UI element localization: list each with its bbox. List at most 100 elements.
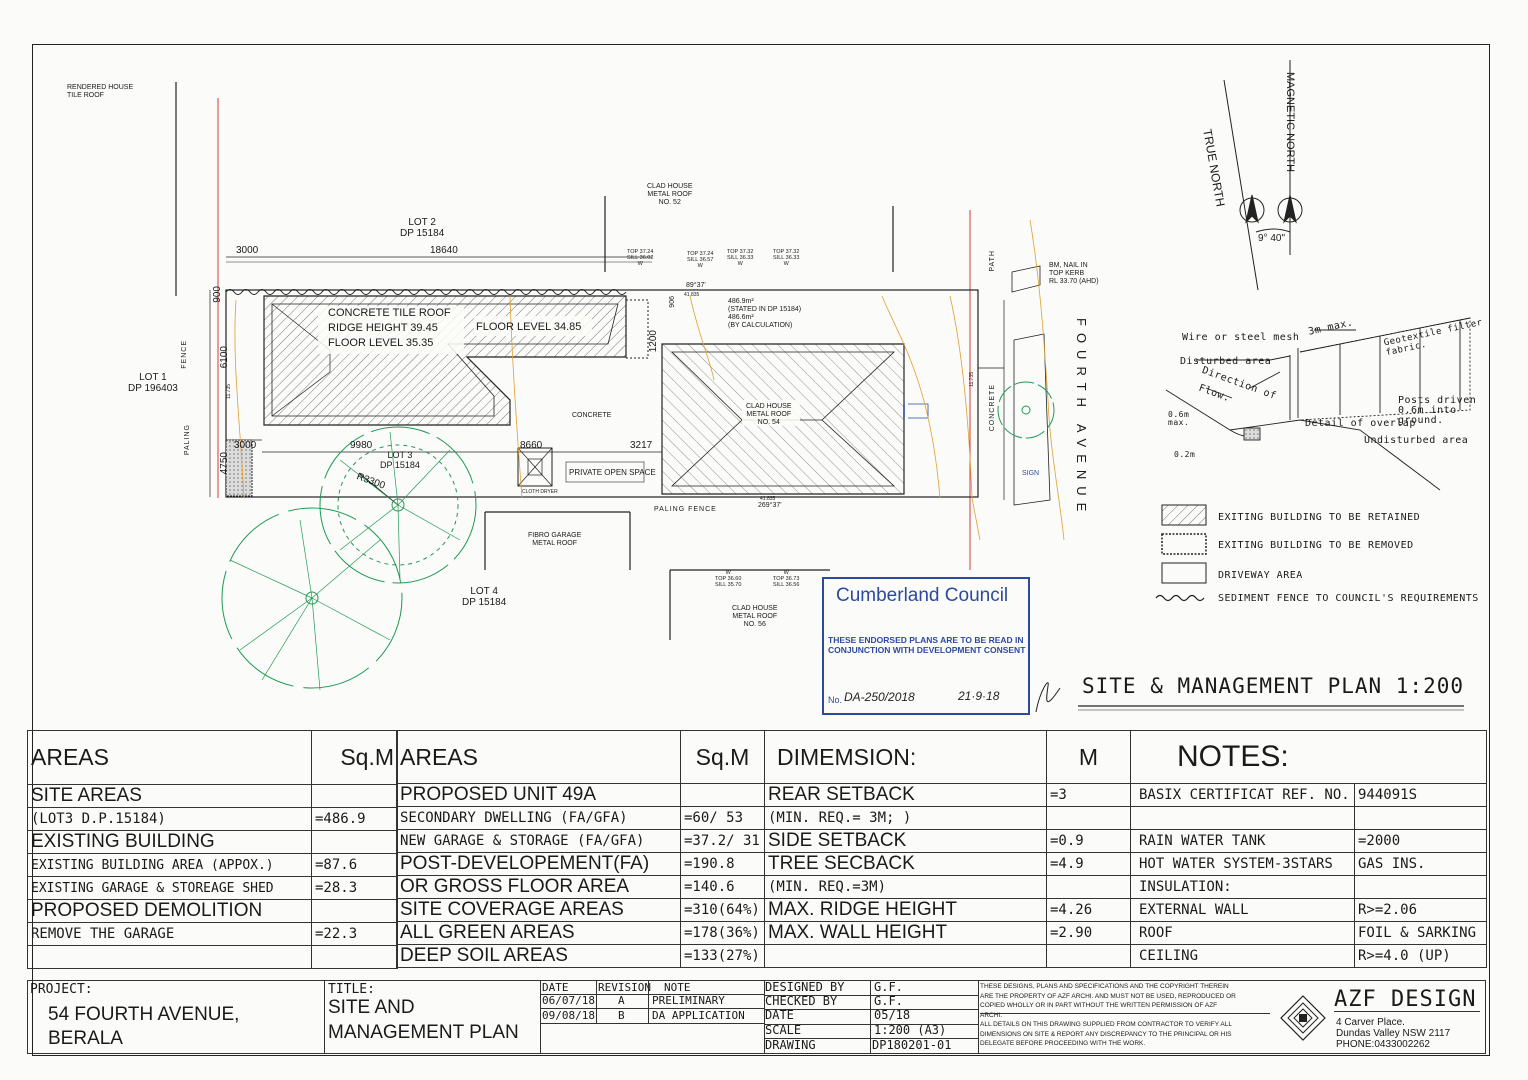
table-cell: BASIX CERTIFICAT REF. NO. bbox=[1130, 783, 1355, 807]
table-cell bbox=[680, 783, 765, 807]
plan-title: SITE & MANAGEMENT PLAN 1:200 bbox=[1082, 674, 1465, 698]
council-stamp: Cumberland Council THESE ENDORSED PLANS … bbox=[822, 577, 1030, 715]
table-cell: =60/ 53 bbox=[680, 806, 765, 830]
label-bearing-top: 89°37' bbox=[686, 282, 706, 289]
dim-6100: 6100 bbox=[219, 346, 230, 369]
table-cell: =310(64%) bbox=[680, 898, 765, 922]
table-cell: =178(36%) bbox=[680, 921, 765, 945]
table-cell bbox=[1354, 875, 1487, 899]
table-cell: =2000 bbox=[1354, 829, 1487, 853]
label-fence: FENCE bbox=[181, 340, 188, 369]
table-cell: (LOT3 D.P.15184) bbox=[27, 807, 312, 831]
dimension-table: DIMEMSION:M REAR SETBACK=3 (MIN. REQ.= 3… bbox=[764, 730, 1131, 968]
dim-8660: 8660 bbox=[520, 440, 543, 451]
detail-undisturbed: Undisturbed area bbox=[1364, 435, 1469, 446]
company-cell: AZF DESIGN 4 Carver Place.Dundas Valley … bbox=[1274, 981, 1485, 1053]
meta-table: DESIGNED BY G.F. CHECKED BY G.F. DATE 05… bbox=[764, 980, 979, 1053]
meta-drawing-label: DRAWING bbox=[765, 1038, 816, 1052]
stamp-da-number: DA-250/2018 bbox=[844, 690, 915, 704]
site-plan-drawing bbox=[175, 60, 1471, 713]
meta-checked-value: G.F. bbox=[874, 994, 903, 1008]
dim-18640: 18640 bbox=[430, 245, 458, 256]
title-label: TITLE: bbox=[328, 982, 375, 997]
label-paling: PALING bbox=[184, 424, 191, 456]
rev-letter: B bbox=[618, 1009, 625, 1022]
dims-header: DIMEMSION: bbox=[764, 730, 1047, 784]
table-cell bbox=[311, 899, 398, 923]
table-cell: =0.9 bbox=[1046, 829, 1131, 853]
table-cell: SITE COVERAGE AREAS bbox=[396, 898, 681, 922]
dims-m-header: M bbox=[1046, 730, 1131, 784]
table-cell: GAS INS. bbox=[1354, 852, 1487, 876]
label-path: PATH bbox=[989, 250, 996, 272]
table-cell: =4.26 bbox=[1046, 898, 1131, 922]
table-cell: OR GROSS FLOOR AREA bbox=[396, 875, 681, 899]
rev-date: 06/07/18 bbox=[542, 994, 595, 1007]
legend-removed: EXITING BUILDING TO BE REMOVED bbox=[1218, 540, 1414, 551]
table-cell: ROOF bbox=[1130, 921, 1355, 945]
table-cell: 944091S bbox=[1354, 783, 1487, 807]
legend-sediment: SEDIMENT FENCE TO COUNCIL'S REQUIREMENTS bbox=[1218, 593, 1479, 604]
label-floor-level-2: FLOOR LEVEL 34.85 bbox=[476, 321, 582, 333]
title-block: PROJECT: 54 FOURTH AVENUE,BERALA TITLE: … bbox=[27, 980, 1486, 1054]
revision-table: DATE REVISION NOTE 06/07/18 A PRELIMINAR… bbox=[540, 981, 765, 1053]
areas2-sqm-header: Sq.M bbox=[680, 730, 765, 784]
table-cell: HOT WATER SYSTEM-3STARS bbox=[1130, 852, 1355, 876]
company-logo-icon bbox=[1280, 995, 1326, 1041]
areas1-header: AREAS bbox=[27, 730, 312, 785]
rev-letter: A bbox=[618, 994, 625, 1007]
legend-retained: EXITING BUILDING TO BE RETAINED bbox=[1218, 512, 1421, 523]
table-cell: EXISTING BUILDING bbox=[27, 830, 312, 854]
rev-date: 09/08/18 bbox=[542, 1009, 595, 1022]
detail-mesh: Wire or steel mesh bbox=[1182, 332, 1300, 343]
disclaimer: THESE DESIGNS, PLANS AND SPECIFICATIONS … bbox=[980, 983, 1236, 1047]
table-cell: EXISTING BUILDING AREA (APPOX.) bbox=[27, 853, 312, 877]
label-bearing-bottom: 269°37' bbox=[758, 502, 782, 509]
table-cell: CEILING bbox=[1130, 944, 1355, 968]
label-sign: SIGN bbox=[1022, 470, 1040, 477]
dim-11735-left: 11.735 bbox=[226, 384, 232, 399]
areas2-header: AREAS bbox=[396, 730, 681, 784]
table-cell: =87.6 bbox=[311, 853, 398, 877]
table-cell: =4.9 bbox=[1046, 852, 1131, 876]
table-cell bbox=[764, 944, 1047, 968]
dim-906: 906 bbox=[669, 296, 676, 308]
dim-9980: 9980 bbox=[350, 440, 373, 451]
dim-900: 900 bbox=[212, 286, 223, 303]
dim-1200: 1200 bbox=[648, 330, 659, 353]
detail-overlap: Detail of overlap bbox=[1305, 418, 1416, 429]
detail-02m: 0.2m bbox=[1174, 450, 1196, 459]
label-street: FOURTH AVENUE bbox=[1074, 318, 1089, 519]
dim-3000-side: 3000 bbox=[234, 440, 257, 451]
table-cell bbox=[1046, 875, 1131, 899]
meta-scale-value: 1:200 (A3) bbox=[874, 1023, 947, 1037]
table-cell: =22.3 bbox=[311, 922, 398, 946]
table-cell: REMOVE THE GARAGE bbox=[27, 922, 312, 946]
table-cell: REAR SETBACK bbox=[764, 783, 1047, 807]
notes-table: NOTES: BASIX CERTIFICAT REF. NO.944091S … bbox=[1130, 730, 1487, 968]
table-cell: (MIN. REQ.= 3M; ) bbox=[764, 806, 1047, 830]
dim-3000-top: 3000 bbox=[236, 245, 259, 256]
label-paling-fence: PALING FENCE bbox=[654, 506, 717, 513]
meta-drawing-value: DP180201-01 bbox=[872, 1038, 952, 1052]
table-cell: R>=2.06 bbox=[1354, 898, 1487, 922]
project-address: 54 FOURTH AVENUE,BERALA bbox=[48, 1004, 240, 1049]
